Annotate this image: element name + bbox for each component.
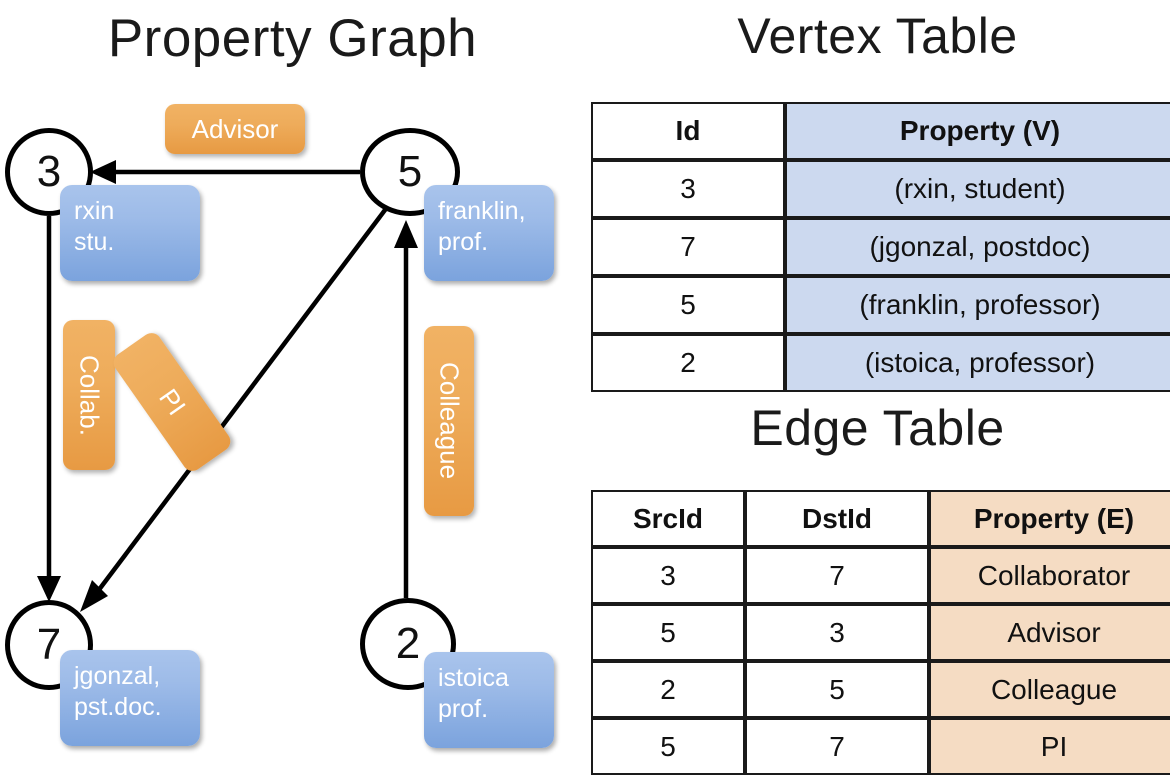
vertex-row-0-id: 3 [591, 160, 785, 218]
vertex-property-jgonzal-line2: pst.doc. [74, 693, 162, 721]
vertex-row-1-property: (jgonzal, postdoc) [785, 218, 1170, 276]
table-row: 5 (franklin, professor) [591, 276, 1170, 334]
vertex-table: Id Property (V) 3 (rxin, student) 7 (jgo… [591, 102, 1170, 392]
table-row: 7 (jgonzal, postdoc) [591, 218, 1170, 276]
table-row: 3 (rxin, student) [591, 160, 1170, 218]
edge-label-colleague-text: Colleague [434, 362, 465, 480]
edge-row-1-dst: 3 [745, 604, 929, 661]
vertex-property-istoica-line2: prof. [438, 695, 489, 723]
vertex-property-rxin-line2: stu. [74, 228, 115, 256]
edge-label-box-colleague[interactable]: Colleague [424, 326, 474, 516]
edge-row-0-dst: 7 [745, 547, 929, 604]
edge-table-header-property: Property (E) [929, 490, 1170, 547]
vertex-table-header-row: Id Property (V) [591, 102, 1170, 160]
table-row: 3 7 Collaborator [591, 547, 1170, 604]
edge-label-advisor-text: Advisor [191, 113, 279, 144]
vertex-row-1-id: 7 [591, 218, 785, 276]
vertex-property-box-franklin[interactable]: franklin, prof. [424, 185, 554, 281]
edge-row-1-src: 5 [591, 604, 745, 661]
page-title-edge-table: Edge Table [750, 400, 1005, 456]
vertex-property-box-rxin[interactable]: rxin stu. [60, 185, 200, 281]
vertex-row-2-id: 5 [591, 276, 785, 334]
table-row: 2 5 Colleague [591, 661, 1170, 718]
edge-arrow-pi [80, 204, 390, 612]
graph-edge-arrows [37, 160, 418, 612]
table-row: 5 7 PI [591, 718, 1170, 775]
vertex-property-franklin-line2: prof. [438, 228, 489, 256]
edge-row-0-property: Collaborator [929, 547, 1170, 604]
edge-table: SrcId DstId Property (E) 3 7 Collaborato… [591, 490, 1170, 775]
edge-row-2-src: 2 [591, 661, 745, 718]
vertex-property-box-jgonzal[interactable]: jgonzal, pst.doc. [60, 650, 200, 746]
page-title-vertex-table: Vertex Table [737, 8, 1018, 64]
edge-row-3-src: 5 [591, 718, 745, 775]
edge-label-collab-text: Collab. [74, 354, 105, 436]
edge-arrow-colleague [394, 220, 418, 598]
graph-node-7-label: 7 [36, 620, 62, 669]
table-row: 2 (istoica, professor) [591, 334, 1170, 392]
vertex-property-box-istoica[interactable]: istoica prof. [424, 652, 554, 748]
vertex-property-istoica-line1: istoica [438, 664, 509, 692]
graph-node-3-label: 3 [36, 147, 62, 196]
vertex-property-rxin-line1: rxin [74, 197, 115, 225]
edge-arrow-advisor [90, 160, 360, 184]
graph-node-5-label: 5 [397, 147, 423, 196]
graph-node-2-label: 2 [395, 619, 421, 668]
edge-arrow-collab [37, 216, 61, 602]
vertex-table-header-property: Property (V) [785, 102, 1170, 160]
edge-row-0-src: 3 [591, 547, 745, 604]
edge-table-header-row: SrcId DstId Property (E) [591, 490, 1170, 547]
edge-label-pi-text: PI [153, 383, 192, 421]
edge-table-header-dstid: DstId [745, 490, 929, 547]
edge-label-box-advisor[interactable]: Advisor [165, 104, 305, 154]
edge-row-1-property: Advisor [929, 604, 1170, 661]
edge-label-box-collab[interactable]: Collab. [63, 320, 115, 470]
edge-table-header-srcid: SrcId [591, 490, 745, 547]
vertex-property-jgonzal-line1: jgonzal, [74, 662, 161, 690]
property-graph-diagram: 3 5 7 2 rxin stu. franklin, prof. jgonza… [0, 80, 585, 760]
vertex-row-3-id: 2 [591, 334, 785, 392]
graph-node-3[interactable]: 3 [5, 128, 93, 216]
vertex-row-3-property: (istoica, professor) [785, 334, 1170, 392]
vertex-row-0-property: (rxin, student) [785, 160, 1170, 218]
vertex-table-header-id: Id [591, 102, 785, 160]
edge-row-2-dst: 5 [745, 661, 929, 718]
edge-row-2-property: Colleague [929, 661, 1170, 718]
edge-row-3-dst: 7 [745, 718, 929, 775]
vertex-row-2-property: (franklin, professor) [785, 276, 1170, 334]
vertex-property-franklin-line1: franklin, [438, 197, 526, 225]
edge-row-3-property: PI [929, 718, 1170, 775]
page-title-property-graph: Property Graph [107, 9, 478, 68]
table-row: 5 3 Advisor [591, 604, 1170, 661]
